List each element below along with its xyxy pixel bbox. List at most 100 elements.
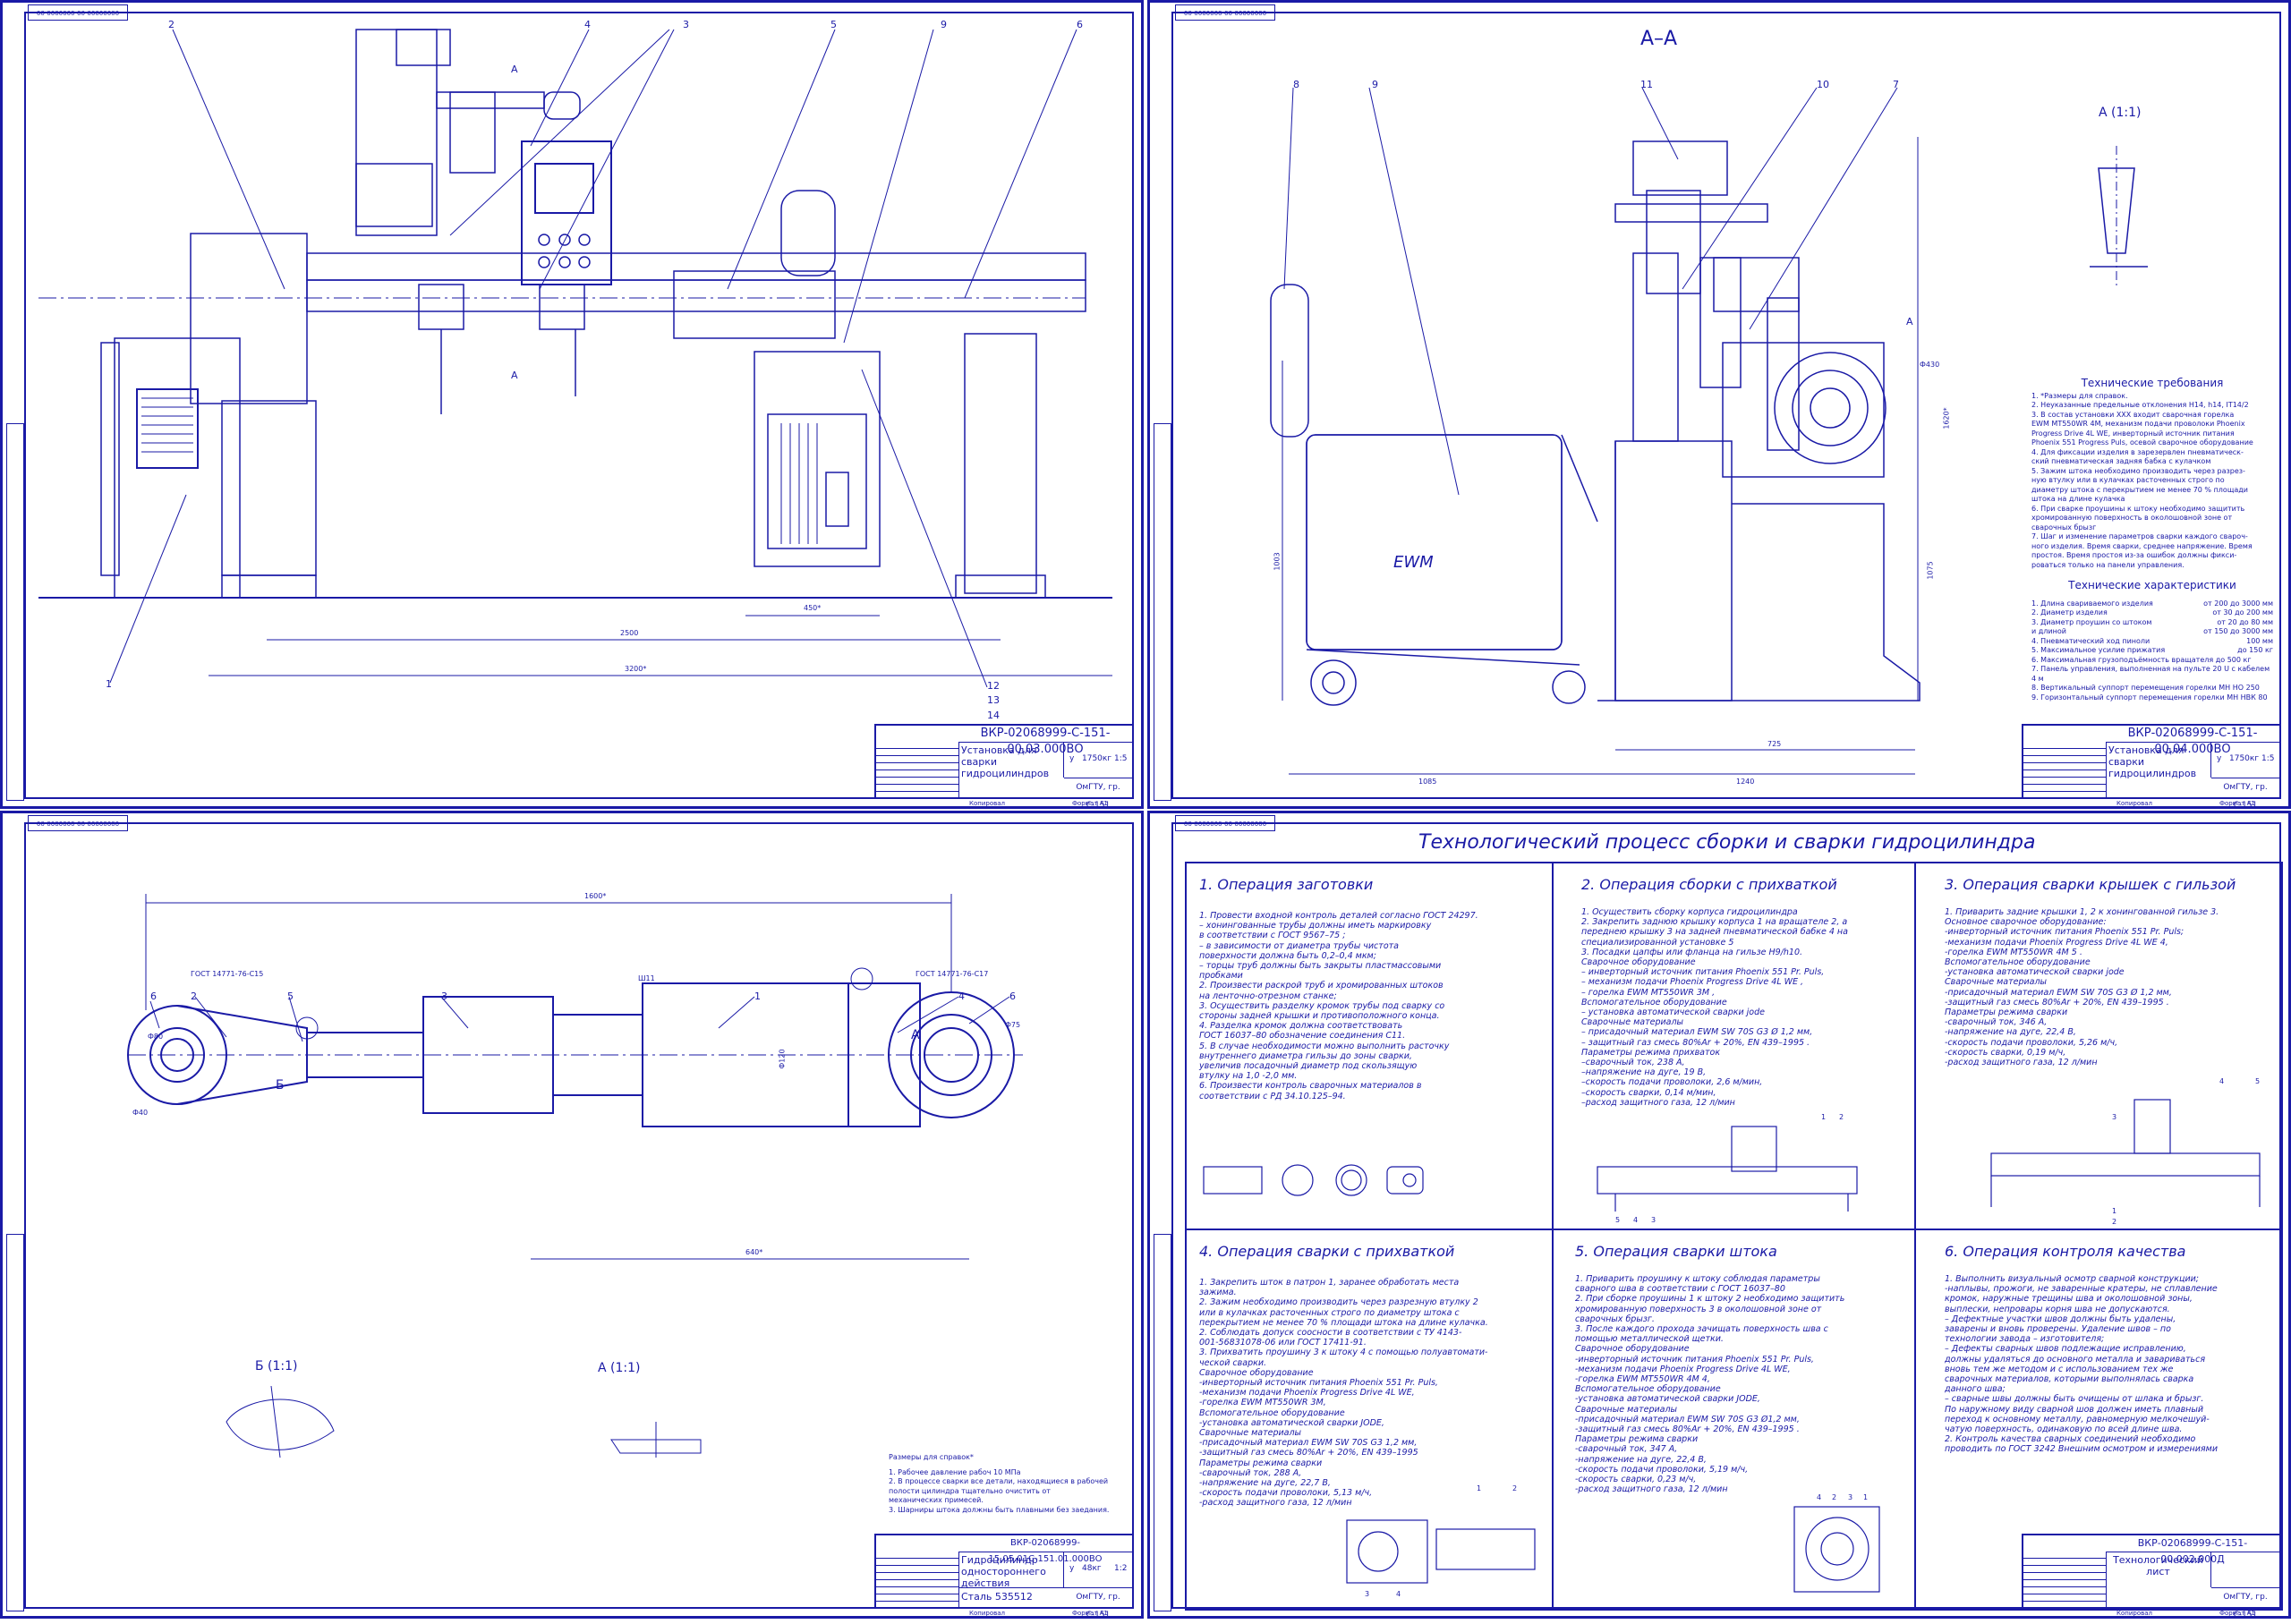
op-line: – горелка EWM MT550WR 3M ,	[1581, 987, 1716, 998]
sheet-3-side-strip	[6, 1234, 24, 1611]
op-line: – механизм подачи Phoenix Progress Drive…	[1581, 977, 1804, 988]
drawing-notes: Размеры для справок* 1. Рабочее давление…	[889, 1453, 1130, 1515]
op-line: – Дефектные участки швов должны быть уда…	[1945, 1314, 2176, 1324]
fig5-label-2: 2	[1832, 1493, 1837, 1501]
op-line: -наплывы, прожоги, не заваренные кратеры…	[1945, 1284, 2218, 1295]
op-line: 4. Разделка кромок должна соответствоват…	[1199, 1021, 1403, 1032]
op-line: -инверторный источник питания Phoenix 55…	[1945, 927, 2185, 938]
op-line: -защитный газ смесь 80%Ar + 20%, EN 439–…	[1199, 1448, 1418, 1458]
op-line: – хонингованные трубы должны иметь марки…	[1199, 921, 1432, 931]
op-line: 3. Осуществить разделку кромок трубы под…	[1199, 1000, 1445, 1011]
copy-note: Копировал	[969, 800, 1005, 807]
op-line: – установка автоматической сварки jode	[1581, 1008, 1765, 1018]
op-1-text: 1. Провести входной контроль деталей сог…	[1199, 911, 1557, 1101]
op-line: технологии завода – изготовителя;	[1945, 1334, 2105, 1345]
op-line: 1. Приварить задние крышки 1, 2 к хонинг…	[1945, 907, 2219, 917]
op-line: Сварочные материалы	[1945, 977, 2048, 988]
req-line: 2. Неуказанные предельные отклонения Н14…	[2031, 401, 2249, 409]
sheet-1-frame	[24, 12, 1134, 799]
doc-code: ВКР-02068999-С-151-00.002.000Д	[2106, 1535, 2279, 1565]
op-line: Сварочное оборудование	[1575, 1344, 1690, 1355]
sheet-2-drawing	[1270, 87, 2148, 775]
note-line: 3. Шарниры штока должны быть плавными бе…	[889, 1505, 1110, 1514]
sheet-4-grid	[1185, 862, 2283, 1611]
op-line: -сварочный ток, 346 А,	[1945, 1017, 2048, 1028]
fig2-label-4: 4	[1633, 1216, 1639, 1224]
op-line: поверхности должна быть 0,2–0,4 мкм;	[1199, 950, 1376, 961]
op-line: –скорость сварки, 0,14 м/мин,	[1581, 1087, 1716, 1098]
op-line: специализированной установке 5	[1581, 937, 1734, 948]
label-5: 5	[830, 19, 837, 30]
char-name: 5. Максимальное усилие прижатия	[2031, 646, 2166, 654]
op-line: кромок, наружные трещины шва и околошовн…	[1945, 1294, 2193, 1305]
doc-mass: 1750кг	[2229, 754, 2260, 763]
title-block-4: ВКР-02068999-С-151-00.002.000Д Технологи…	[2022, 1534, 2281, 1620]
doc-code: ВКР-02068999-15.05.01С-151.01.000ВО	[958, 1535, 1132, 1564]
op-line: в соответствии с ГОСТ 9567–75 ;	[1199, 931, 1346, 941]
label-6: 6	[1077, 19, 1083, 30]
op-line: 2. При сборке проушины 1 к штоку 2 необх…	[1575, 1294, 1845, 1305]
op-line: увеличив посадочный диаметр под скользящ…	[1199, 1061, 1418, 1072]
label-2: 2	[168, 19, 175, 30]
dim-1075: 1075	[1926, 561, 1935, 580]
sheet-4-side-strip	[1154, 1234, 1171, 1611]
char-row: 9. Горизонтальный суппорт перемещения го…	[2031, 693, 2273, 703]
title-block-2: ВКР-02068999-С-151-00.04.000ВО Установка…	[2022, 724, 2281, 810]
op-line: 001-56831078-06 или ГОСТ 17411-91.	[1199, 1338, 1367, 1348]
fig2-label-3: 3	[1651, 1216, 1657, 1224]
op-line: хромированную поверхность 3 в околошовно…	[1575, 1304, 1822, 1314]
op-line: или в кулачках расточенных строго по диа…	[1199, 1307, 1460, 1318]
doc-mass: 48кг	[1082, 1564, 1102, 1573]
doc-scale: 1:5	[1114, 754, 1128, 763]
dim-450: 450*	[804, 604, 822, 612]
op-line: -защитный газ смесь 80%Ar + 20%, EN 439–…	[1945, 997, 2169, 1008]
sheet-1-side-strip	[6, 423, 24, 801]
ewm-logo: EWM	[1393, 553, 1434, 572]
op-line: -присадочный материал EWM SW 70S G3 1,2 …	[1199, 1438, 1418, 1449]
label-7: 7	[1893, 79, 1899, 90]
op-line: 3. Прихватить проушину 3 к штоку 4 с пом…	[1199, 1348, 1488, 1358]
op-line: –расход защитного газа, 12 л/мин	[1581, 1097, 1735, 1108]
op-line: 1. Провести входной контроль деталей сог…	[1199, 911, 1478, 921]
title-block-1: ВКР-02068999-С-151-00.03.000ВО Установка…	[874, 724, 1134, 810]
doc-title: Гидроцилиндр одностороннего действия	[958, 1552, 1064, 1589]
op-line: соответствии с РД 34.10.125–94.	[1199, 1091, 1346, 1101]
op-1-title: 1. Операция заготовки	[1199, 876, 1374, 893]
detail-a-title: А (1:1)	[2099, 106, 2142, 120]
copy-note: Копировал	[2116, 1610, 2152, 1617]
op-line: Сварочные материалы	[1199, 1428, 1302, 1439]
doc-org: ОмГТУ, гр. С-151	[2211, 778, 2279, 810]
op-line: 2. Контроль качества сварных соединений …	[1945, 1434, 2196, 1445]
doc-org: ОмГТУ, гр. С-151	[1064, 778, 1132, 810]
dim-d80: Ф80	[148, 1033, 164, 1041]
format-note: Формат А1	[2219, 1610, 2255, 1617]
req-line: хромированную поверхность в околошовной …	[2031, 514, 2233, 522]
op-line: зажима.	[1199, 1288, 1237, 1298]
op-line: –напряжение на дуге, 19 В,	[1581, 1067, 1707, 1078]
title-block-grid	[876, 1552, 959, 1607]
sheet-3-drawing	[127, 894, 1023, 1458]
op-line: -скорость сварки, 0,23 м/ч,	[1575, 1475, 1697, 1485]
op-line: -горелка EWM MT550WR 4M 5 .	[1945, 947, 2082, 957]
title-block-3: ВКР-02068999-15.05.01С-151.01.000ВО Гидр…	[874, 1534, 1134, 1620]
dim-d75: Ф75	[1005, 1021, 1021, 1029]
op-line: переход к основному металлу, равномерную…	[1945, 1414, 2210, 1424]
char-name: 8. Вертикальный суппорт перемещения горе…	[2031, 684, 2260, 692]
operation-2: 2. Операция сборки с прихваткой 1. Осуще…	[1581, 876, 1939, 1108]
label-11: 11	[1640, 79, 1653, 90]
op-line: сварочных материалов, которыми выполняла…	[1945, 1374, 2194, 1385]
op-line: на ленточно-отрезном станке;	[1199, 991, 1337, 1001]
operation-1: 1. Операция заготовки 1. Провести входно…	[1199, 876, 1557, 1101]
op-line: Сварочные материалы	[1581, 1017, 1684, 1028]
op-line: -скорость подачи проволоки, 5,13 м/ч,	[1199, 1488, 1373, 1499]
char-title: Технические характеристики	[2068, 579, 2236, 591]
fig4-label-4: 4	[1396, 1590, 1401, 1598]
label-9: 9	[1372, 79, 1378, 90]
char-name: 1. Длина свариваемого изделия	[2031, 599, 2153, 608]
dim-1600: 1600*	[584, 892, 607, 900]
label-4: 4	[584, 19, 591, 30]
doc-scale: 1:2	[1114, 1564, 1128, 1573]
req-line: диаметру штока с перекрытием не менее 70…	[2031, 485, 2248, 494]
dim-1620: 1620*	[1942, 407, 1951, 429]
op-3-text: 1. Приварить задние крышки 1, 2 к хонинг…	[1945, 907, 2291, 1067]
